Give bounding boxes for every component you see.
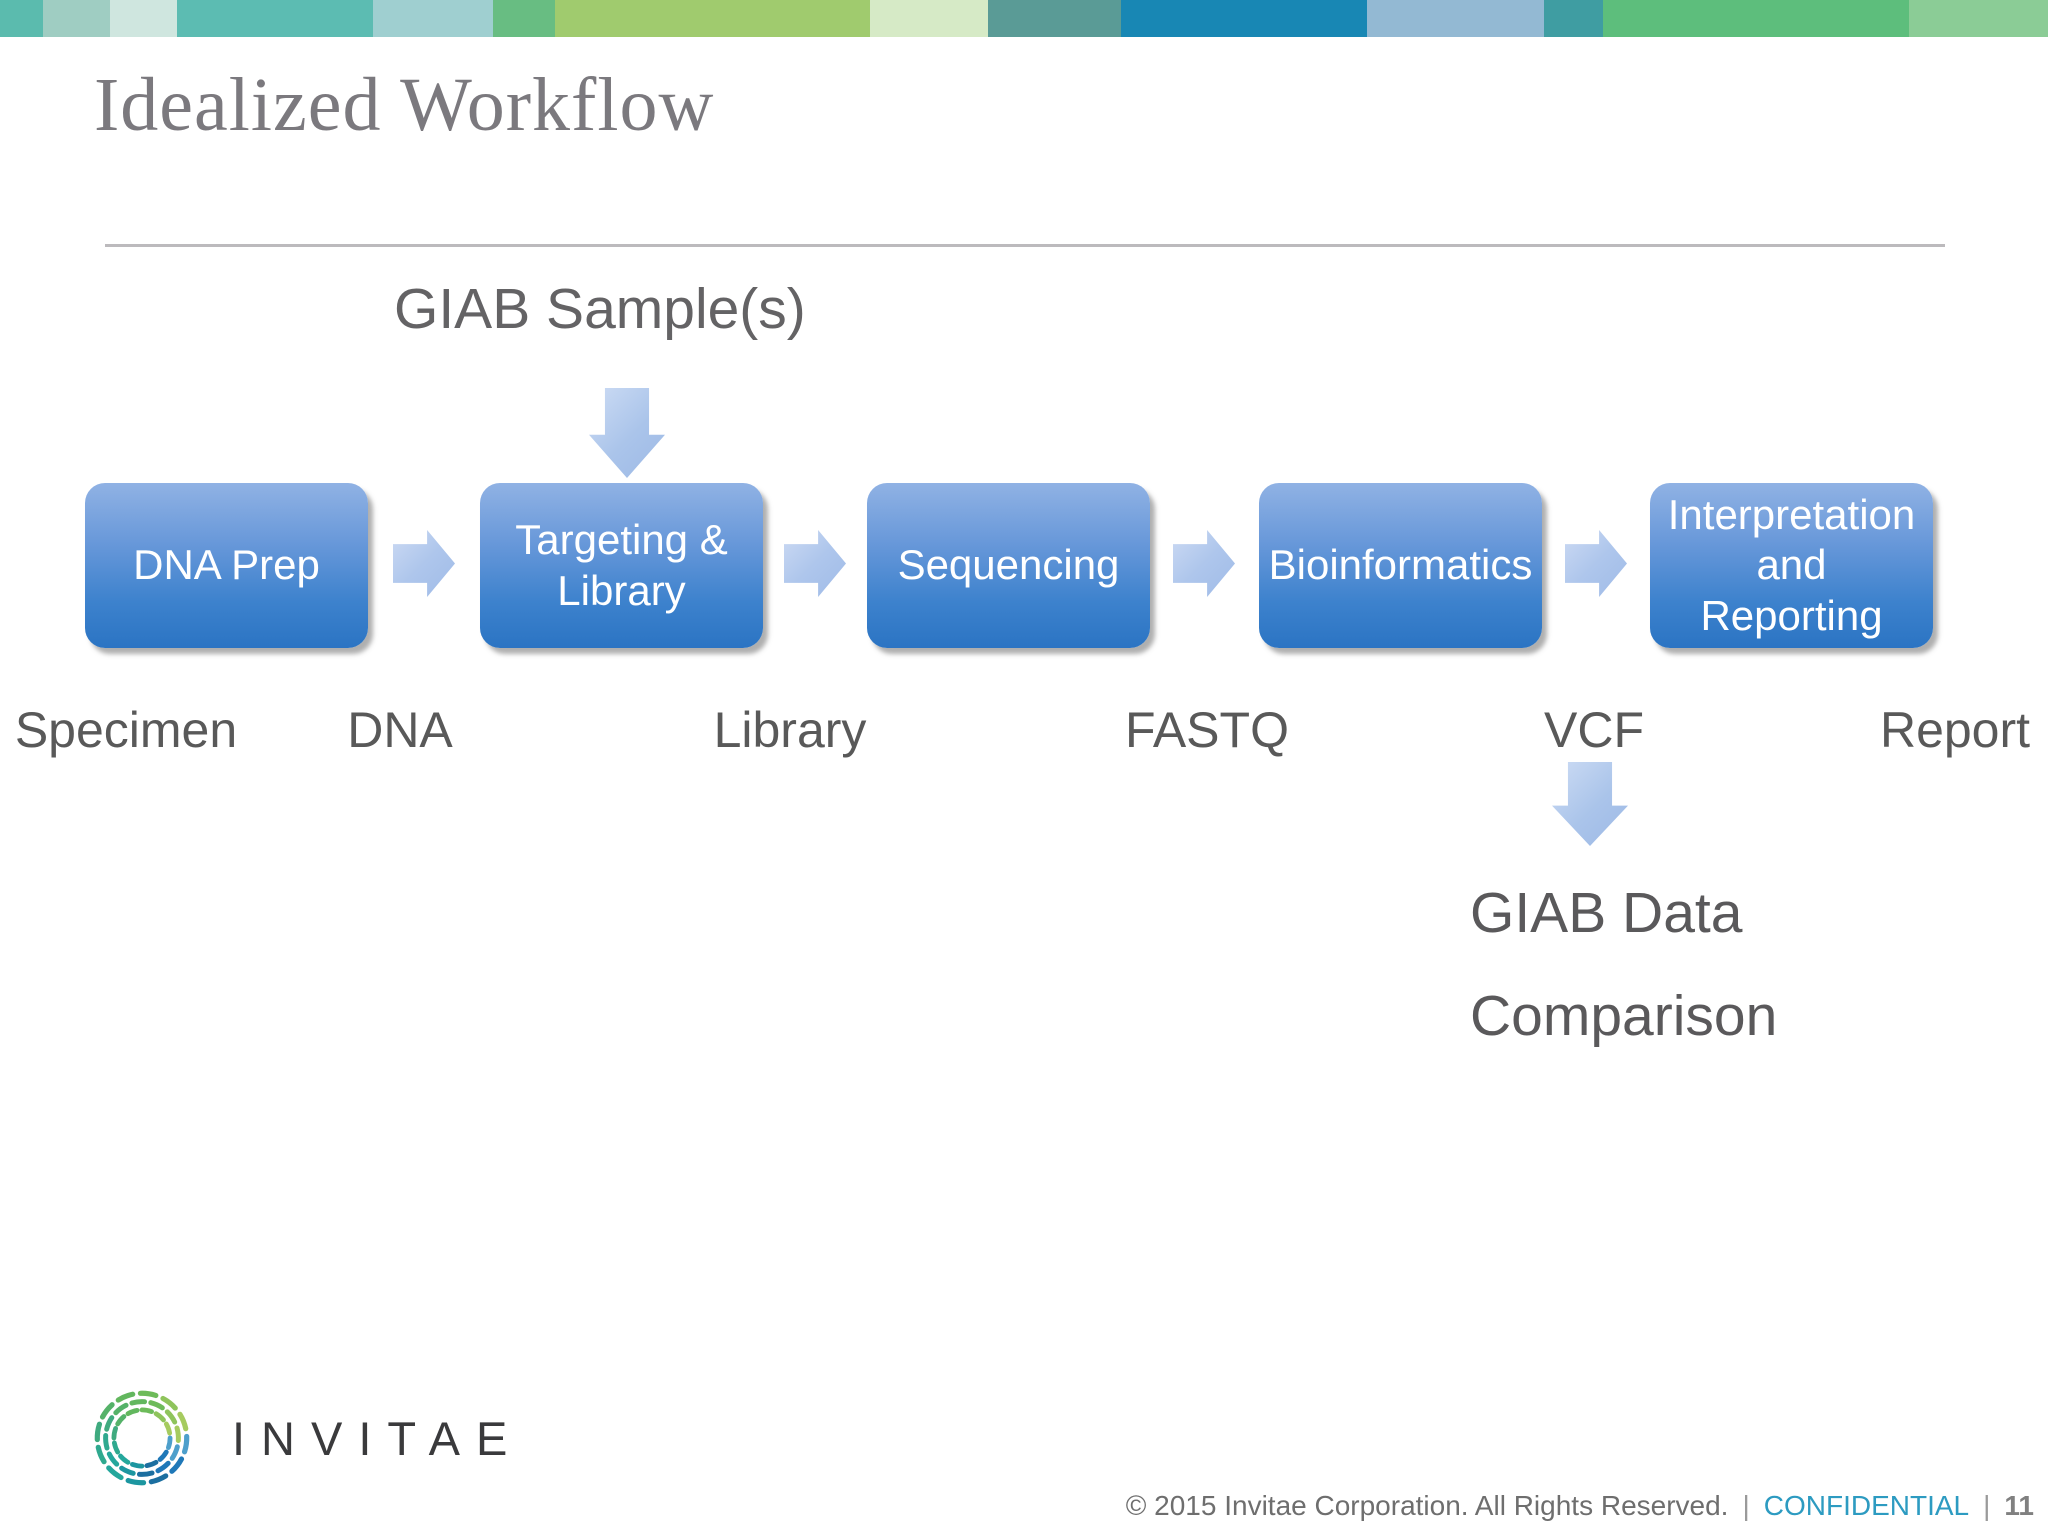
top-color-bar	[0, 0, 2048, 37]
slide-title: Idealized Workflow	[94, 63, 715, 147]
artifact-label-specimen: Specimen	[14, 702, 238, 758]
topbar-segment	[1909, 0, 2048, 37]
giab-sample-label: GIAB Sample(s)	[394, 277, 806, 341]
workflow-box-label: Targeting & Library	[515, 516, 728, 614]
artifact-label-vcf: VCF	[1544, 702, 1644, 758]
workflow-box-dna-prep: DNA Prep	[85, 483, 368, 648]
topbar-segment	[1544, 0, 1603, 37]
workflow-box-interpretation-reporting: Interpretation and Reporting	[1650, 483, 1933, 648]
title-divider	[105, 244, 1945, 247]
topbar-segment	[110, 0, 177, 37]
invitae-logo: INVITAE	[90, 1386, 523, 1490]
workflow-box-label: Bioinformatics	[1268, 541, 1533, 589]
topbar-segment	[0, 0, 43, 37]
flow-arrow-icon	[1173, 530, 1235, 597]
workflow-box-targeting-library: Targeting & Library	[480, 483, 763, 648]
topbar-segment	[177, 0, 373, 37]
topbar-segment	[870, 0, 988, 37]
topbar-segment	[1121, 0, 1367, 37]
workflow-box-label: Sequencing	[897, 541, 1120, 589]
giab-down-arrow-icon	[589, 388, 665, 478]
footer-separator: |	[1742, 1490, 1750, 1521]
flow-arrow-icon	[784, 530, 846, 597]
artifact-label-library: Library	[713, 702, 867, 758]
topbar-segment	[43, 0, 110, 37]
topbar-segment	[373, 0, 493, 37]
artifact-label-dna: DNA	[347, 702, 453, 758]
workflow-box-label: Interpretation and Reporting	[1667, 490, 1916, 639]
flow-arrow-icon	[1565, 530, 1627, 597]
giab-comparison-label: GIAB Data Comparison	[1470, 881, 1778, 1048]
topbar-segment	[1367, 0, 1544, 37]
topbar-segment	[1603, 0, 1909, 37]
workflow-box-sequencing: Sequencing	[867, 483, 1150, 648]
topbar-segment	[555, 0, 870, 37]
confidential-label: CONFIDENTIAL	[1763, 1490, 1970, 1521]
artifact-label-report: Report	[1879, 702, 2031, 758]
workflow-box-bioinformatics: Bioinformatics	[1259, 483, 1542, 648]
invitae-swirl-icon	[94, 1390, 190, 1486]
topbar-segment	[988, 0, 1121, 37]
topbar-segment	[493, 0, 555, 37]
flow-arrow-icon	[393, 530, 455, 597]
footer: © 2015 Invitae Corporation. All Rights R…	[1126, 1490, 2034, 1522]
copyright-text: © 2015 Invitae Corporation. All Rights R…	[1125, 1490, 1729, 1521]
workflow-box-label: DNA Prep	[133, 541, 320, 589]
page-number: 11	[2004, 1490, 2034, 1521]
footer-separator: |	[1983, 1490, 1991, 1521]
artifact-label-fastq: FASTQ	[1125, 702, 1289, 758]
vcf-down-arrow-icon	[1552, 762, 1628, 846]
invitae-logo-text: INVITAE	[232, 1411, 524, 1465]
